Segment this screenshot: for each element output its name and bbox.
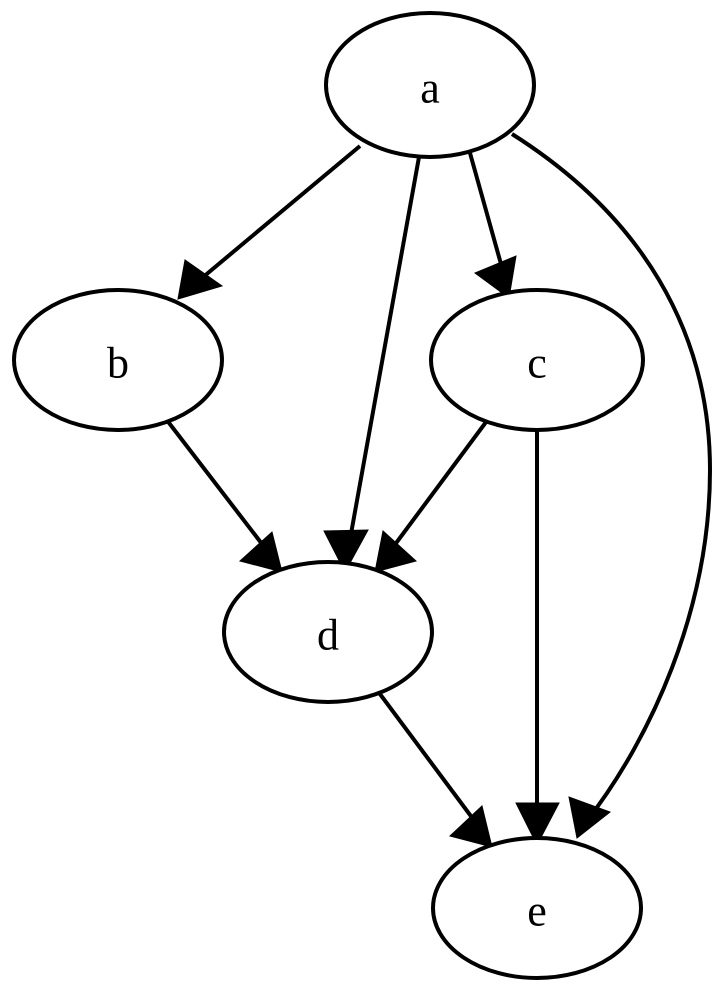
edge-a-to-e-arrowhead (568, 796, 612, 839)
edge-a-to-b[interactable] (177, 144, 362, 300)
node-c-ellipse (429, 288, 645, 432)
edge-c-to-e[interactable] (515, 430, 560, 847)
edge-b-to-d-arrowhead (238, 531, 283, 573)
edges-layer (164, 132, 713, 848)
edge-a-to-c-arrowhead (473, 255, 517, 299)
edge-b-to-d-line (164, 417, 274, 559)
node-c-label: c (527, 339, 547, 388)
node-d-ellipse (222, 560, 434, 704)
edge-a-to-d-line (345, 156, 421, 557)
edge-a-to-b-line (188, 144, 362, 290)
node-e[interactable]: e (431, 836, 643, 980)
edge-d-to-e[interactable] (375, 688, 493, 848)
edge-a-to-e[interactable] (510, 132, 713, 839)
node-d[interactable]: d (222, 560, 434, 704)
node-c[interactable]: c (429, 288, 645, 432)
node-e-ellipse (431, 836, 643, 980)
edge-d-to-e-line (375, 688, 484, 833)
edge-a-to-c-line (468, 152, 508, 283)
node-a-label: a (420, 64, 440, 113)
node-d-label: d (317, 611, 339, 660)
nodes-layer: a b c d e (12, 11, 645, 980)
edge-c-to-d-line (383, 416, 491, 560)
edge-a-to-b-arrowhead (177, 259, 224, 300)
edge-a-to-c[interactable] (468, 152, 517, 299)
edge-a-to-d-arrowhead (323, 529, 369, 574)
edge-a-to-e-line (510, 132, 713, 824)
node-b-label: b (107, 339, 129, 388)
edge-c-to-d[interactable] (374, 416, 491, 573)
node-a-ellipse (324, 11, 536, 159)
edge-c-to-e-arrowhead (515, 802, 560, 847)
edge-c-to-d-arrowhead (374, 530, 418, 573)
node-b-ellipse (12, 288, 224, 432)
node-a[interactable]: a (324, 11, 536, 159)
edge-a-to-d[interactable] (323, 156, 421, 574)
node-e-label: e (527, 887, 547, 936)
edge-b-to-d[interactable] (164, 417, 283, 573)
node-b[interactable]: b (12, 288, 224, 432)
edge-d-to-e-arrowhead (448, 805, 493, 848)
